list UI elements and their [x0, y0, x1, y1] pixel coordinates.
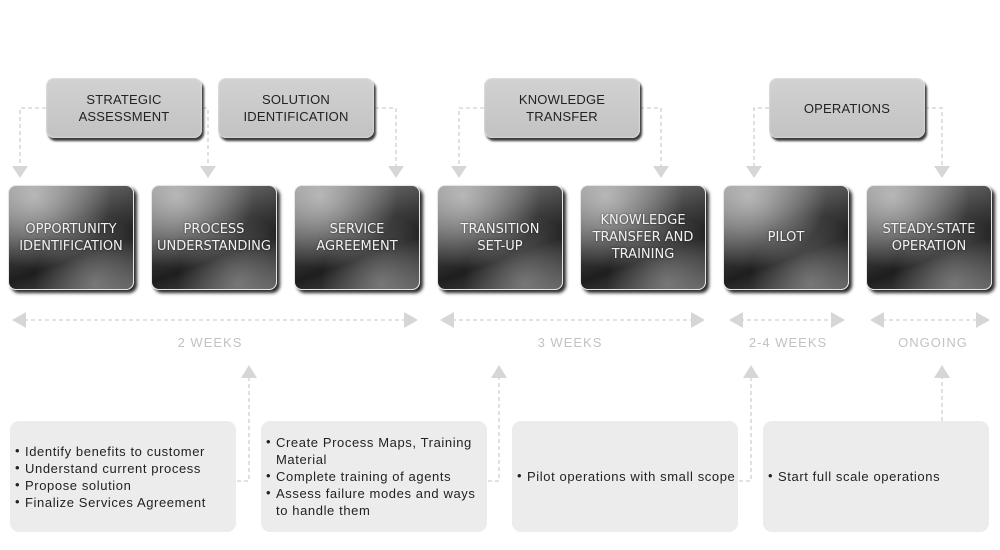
category-knowledge-transfer: KNOWLEDGE TRANSFER: [484, 78, 640, 138]
phase-transition-setup: TRANSITION SET-UP: [437, 185, 563, 290]
connector-line: [739, 378, 752, 482]
note-bullet-item: Assess failure modes and ways to handle …: [266, 484, 487, 519]
connector-line: [925, 107, 943, 168]
arrow-up-icon: [743, 365, 759, 378]
arrow-down-icon: [388, 166, 404, 178]
note-bullet-item: Create Process Maps, Training Material: [266, 433, 487, 468]
note-list: Identify benefits to customerUnderstand …: [10, 442, 206, 511]
connector-line: [203, 107, 209, 168]
connector-line: [19, 107, 46, 168]
phase-steady-state-operation: STEADY-STATE OPERATION: [866, 185, 992, 290]
note-bullet-item: Complete training of agents: [266, 467, 487, 485]
category-operations: OPERATIONS: [769, 78, 925, 138]
note-list: Create Process Maps, Training MaterialCo…: [261, 433, 487, 519]
connector-line: [640, 107, 662, 168]
phase-service-agreement: SERVICE AGREEMENT: [294, 185, 420, 290]
note-bullet-item: Finalize Services Agreement: [15, 493, 206, 511]
arrow-right-icon: [831, 312, 845, 328]
note-card: Identify benefits to customerUnderstand …: [10, 421, 236, 532]
phase-knowledge-transfer-training: KNOWLEDGE TRANSFER AND TRAINING: [580, 185, 706, 290]
note-card: Start full scale operations: [763, 421, 989, 532]
connector-line: [488, 378, 500, 482]
note-card: Create Process Maps, Training MaterialCo…: [261, 421, 487, 532]
arrow-left-icon: [729, 312, 743, 328]
arrow-right-icon: [691, 312, 705, 328]
arrow-up-icon: [934, 365, 950, 378]
arrow-down-icon: [746, 166, 762, 178]
arrow-left-icon: [870, 312, 884, 328]
note-list: Pilot operations with small scope: [512, 467, 735, 485]
note-list: Start full scale operations: [763, 467, 940, 485]
phase-process-understanding: PROCESS UNDERSTANDING: [151, 185, 277, 290]
connector-line: [375, 107, 397, 168]
arrow-left-icon: [12, 312, 26, 328]
note-bullet-item: Identify benefits to customer: [15, 442, 206, 460]
category-solution-identification: SOLUTION IDENTIFICATION: [218, 78, 374, 138]
arrow-down-icon: [12, 166, 28, 178]
duration-label: 2 WEEKS: [177, 335, 243, 350]
arrow-right-icon: [976, 312, 990, 328]
duration-label: 3 WEEKS: [537, 335, 603, 350]
note-bullet-item: Pilot operations with small scope: [517, 467, 735, 485]
arrow-down-icon: [200, 166, 216, 178]
arrow-right-icon: [404, 312, 418, 328]
duration-label: 2-4 WEEKS: [748, 335, 828, 350]
arrow-left-icon: [440, 312, 454, 328]
arrow-down-icon: [934, 166, 950, 178]
phase-opportunity-identification: OPPORTUNITY IDENTIFICATION: [8, 185, 134, 290]
duration-label: ONGOING: [898, 335, 968, 350]
connector-line: [237, 378, 250, 482]
note-bullet-item: Propose solution: [15, 476, 206, 494]
phase-pilot: PILOT: [723, 185, 849, 290]
arrow-down-icon: [653, 166, 669, 178]
note-bullet-item: Start full scale operations: [768, 467, 940, 485]
connector-line: [753, 107, 769, 168]
note-card: Pilot operations with small scope: [512, 421, 738, 532]
connector-line: [458, 107, 484, 168]
note-bullet-item: Understand current process: [15, 459, 206, 477]
arrow-up-icon: [241, 365, 257, 378]
category-strategic-assessment: STRATEGIC ASSESSMENT: [46, 78, 202, 138]
arrow-up-icon: [491, 365, 507, 378]
arrow-down-icon: [451, 166, 467, 178]
